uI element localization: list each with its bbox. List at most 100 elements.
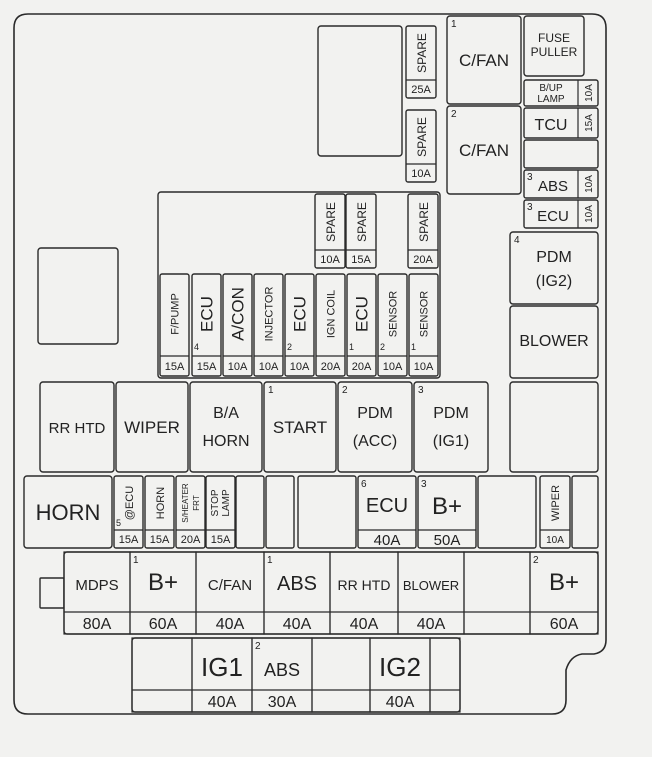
position-number: 4 — [194, 342, 199, 352]
cartridge-fuse-b-[interactable]: 2B+60A — [529, 551, 599, 635]
fuse-amp: 25A — [411, 84, 431, 96]
spare-fuse-25a[interactable]: SPARE 25A — [405, 25, 437, 99]
rr-htd-relay[interactable]: RR HTD — [39, 381, 115, 473]
fuse-label: SPARE — [415, 33, 429, 73]
svg-text:20A: 20A — [413, 254, 433, 266]
fuse-amp: 10A — [584, 205, 595, 223]
position-number: 2 — [255, 641, 261, 652]
svg-text:3: 3 — [527, 202, 533, 213]
svg-text:RR HTD: RR HTD — [49, 420, 106, 437]
svg-text:PULLER: PULLER — [531, 45, 578, 59]
svg-text:WIPER: WIPER — [124, 418, 180, 437]
ecu-fuse-small[interactable]: 3 ECU 10A — [523, 199, 599, 229]
svg-text:PDM: PDM — [357, 405, 393, 422]
bplus-fuse-50a[interactable]: 3 B+ 50A — [417, 475, 477, 549]
fuse-slot-empty — [265, 475, 295, 549]
svg-text:15A: 15A — [351, 254, 371, 266]
fuse-slot-empty — [311, 637, 371, 713]
tcu-fuse[interactable]: TCU 15A — [523, 107, 599, 139]
fuse-label: F/PUMP — [170, 293, 182, 335]
start-relay[interactable]: 1 START — [263, 381, 337, 473]
relay-slot-empty — [509, 381, 599, 473]
fuse-amp: 60A — [550, 616, 579, 633]
fuse-label: ECU — [353, 296, 372, 332]
position-number: 1 — [451, 19, 457, 30]
fuse-amp: 15A — [197, 361, 217, 373]
fuse-slot-empty — [477, 475, 537, 549]
svg-text:B/A: B/A — [213, 405, 239, 422]
svg-text:10A: 10A — [546, 535, 564, 546]
svg-text:SPARE: SPARE — [324, 202, 338, 242]
cfan-relay-2[interactable]: 2 C/FAN — [446, 105, 522, 195]
mini-fuse-f-pump[interactable]: F/PUMP 15A — [159, 273, 190, 377]
pdm-ig1-relay[interactable]: 3 PDM (IG1) — [413, 381, 489, 473]
spare-fuse-10a[interactable]: SPARE 10A — [405, 109, 437, 183]
wiper-relay[interactable]: WIPER — [115, 381, 189, 473]
spare-fuse-20a[interactable]: SPARE 20A — [407, 193, 439, 269]
cartridge-fuse-b-[interactable]: 1B+60A — [129, 551, 197, 635]
cfan-relay-1[interactable]: 1 C/FAN — [446, 15, 522, 105]
wiper-fuse-10a[interactable]: WIPER 10A — [539, 475, 571, 549]
pdm-acc-relay[interactable]: 2 PDM (ACC) — [337, 381, 413, 473]
svg-text:PDM: PDM — [536, 249, 572, 266]
svg-text:SPARE: SPARE — [417, 202, 431, 242]
fuse-puller[interactable]: FUSE PULLER — [523, 15, 585, 77]
svg-text:4: 4 — [514, 235, 520, 246]
fuse-amp: 80A — [83, 616, 112, 633]
relay-slot-empty — [317, 25, 403, 157]
spare-fuse-10a[interactable]: SPARE 10A — [314, 193, 346, 269]
position-number: 1 — [349, 342, 354, 352]
svg-text:TCU: TCU — [535, 117, 568, 134]
relay-label: C/FAN — [459, 141, 509, 160]
fuse-amp: 40A — [417, 616, 446, 633]
fuse-label: B+ — [549, 569, 579, 596]
bup-lamp-fuse[interactable]: B/UP LAMP 10A — [523, 79, 599, 107]
position-number: 1 — [267, 555, 273, 566]
fuse-label: @ECU — [124, 486, 136, 520]
fuse-label: FRT — [192, 495, 201, 511]
fuse-slot-empty — [297, 475, 357, 549]
svg-text:2: 2 — [342, 385, 348, 396]
fuse-label: IGN COIL — [326, 290, 338, 338]
fuse-amp: 60A — [149, 616, 178, 633]
fuse-label: SPARE — [415, 117, 429, 157]
fuse-amp: 15A — [150, 534, 170, 546]
position-number: 2 — [287, 342, 292, 352]
ecu-fuse-40a[interactable]: 6 ECU 40A — [357, 475, 417, 549]
fuse-amp: 15A — [165, 361, 185, 373]
pdm-ig2-relay[interactable]: 4 PDM (IG2) — [509, 231, 599, 305]
ba-horn-relay[interactable]: B/A HORN — [189, 381, 263, 473]
abs-fuse-small[interactable]: 3 ABS 10A — [523, 169, 599, 199]
connector-tab — [39, 577, 65, 609]
fuse-amp: 40A — [350, 616, 379, 633]
svg-text:SPARE: SPARE — [355, 202, 369, 242]
horn-relay[interactable]: HORN — [23, 475, 113, 549]
fuse-slot-empty — [571, 475, 599, 549]
fuse-amp: 40A — [216, 616, 245, 633]
svg-text:B/UP: B/UP — [539, 83, 563, 94]
spare-fuse-15a[interactable]: SPARE 15A — [345, 193, 377, 269]
blower-relay[interactable]: BLOWER — [509, 305, 599, 379]
position-number: 1 — [133, 555, 139, 566]
fuse-amp: 30A — [268, 694, 297, 711]
